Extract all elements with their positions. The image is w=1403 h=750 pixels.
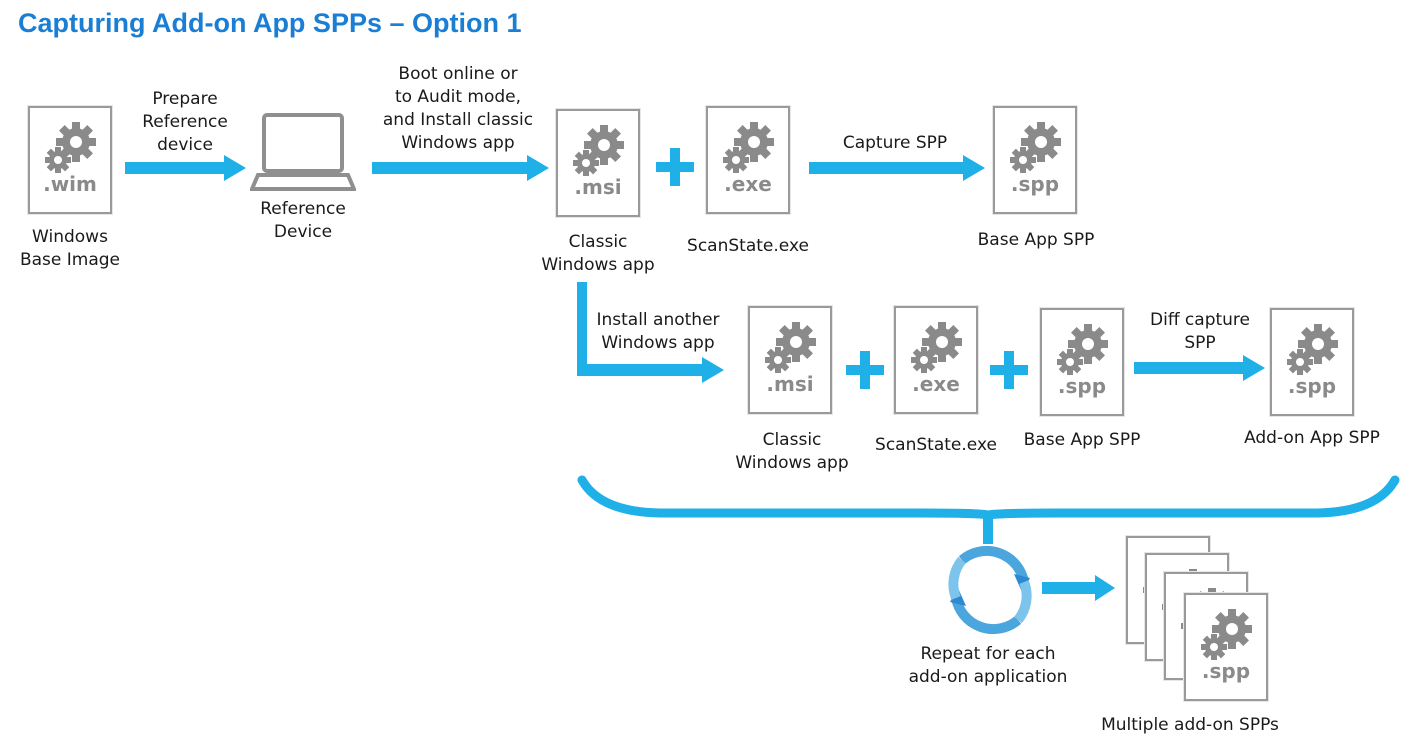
page-title: Capturing Add-on App SPPs – Option 1 (18, 8, 522, 38)
plus-icon (990, 351, 1028, 389)
arrow-icon (809, 155, 985, 181)
label-multiple-spps: Multiple add-on SPPs (1101, 715, 1279, 735)
gear-icon (765, 322, 816, 373)
file-extension: .msi (574, 175, 622, 199)
label-base-app-spp: Base App SPP (977, 230, 1095, 250)
label-scanstate: ScanState.exe (875, 435, 997, 455)
gear-icon (911, 322, 962, 373)
arrow-icon (372, 155, 549, 181)
gear-icon (1057, 324, 1108, 375)
gear-icon (1287, 324, 1338, 375)
arrow-icon (1134, 355, 1265, 381)
spp-file-icon: .spp (1184, 593, 1268, 701)
gear-icon (573, 125, 624, 176)
file-extension: .spp (1057, 374, 1107, 398)
brace (577, 475, 1400, 520)
arrow-icon (1042, 575, 1115, 601)
arrow-icon (577, 282, 724, 383)
file-extension: .spp (1010, 172, 1060, 196)
laptop-icon (250, 113, 356, 191)
label-scanstate: ScanState.exe (687, 236, 809, 256)
label-addon-app-spp: Add-on App SPP (1244, 428, 1380, 448)
arrow-icon (125, 155, 246, 181)
exe-file-icon: .exe (894, 306, 978, 414)
spp-file-icon: .spp (1040, 308, 1124, 416)
label-capture-spp: Capture SPP (842, 133, 948, 153)
plus-icon (846, 351, 884, 389)
plus-icon (656, 148, 694, 186)
spp-file-icon: .spp (993, 106, 1077, 214)
file-extension: .wim (43, 172, 97, 196)
msi-file-icon: .msi (556, 109, 640, 217)
wim-file-icon: .wim (28, 106, 112, 214)
spp-file-icon: .spp (1270, 308, 1354, 416)
gear-icon (1010, 122, 1061, 173)
gear-icon (723, 122, 774, 173)
msi-file-icon: .msi (748, 306, 832, 414)
file-extension: .msi (766, 372, 814, 396)
file-extension: .exe (724, 172, 772, 196)
exe-file-icon: .exe (706, 106, 790, 214)
gear-icon (45, 122, 96, 173)
file-extension: .exe (912, 372, 960, 396)
label-base-app-spp: Base App SPP (1023, 430, 1141, 450)
file-extension: .spp (1201, 659, 1251, 683)
cycle-icon (948, 545, 1032, 635)
file-extension: .spp (1287, 374, 1337, 398)
gear-icon (1201, 609, 1252, 660)
